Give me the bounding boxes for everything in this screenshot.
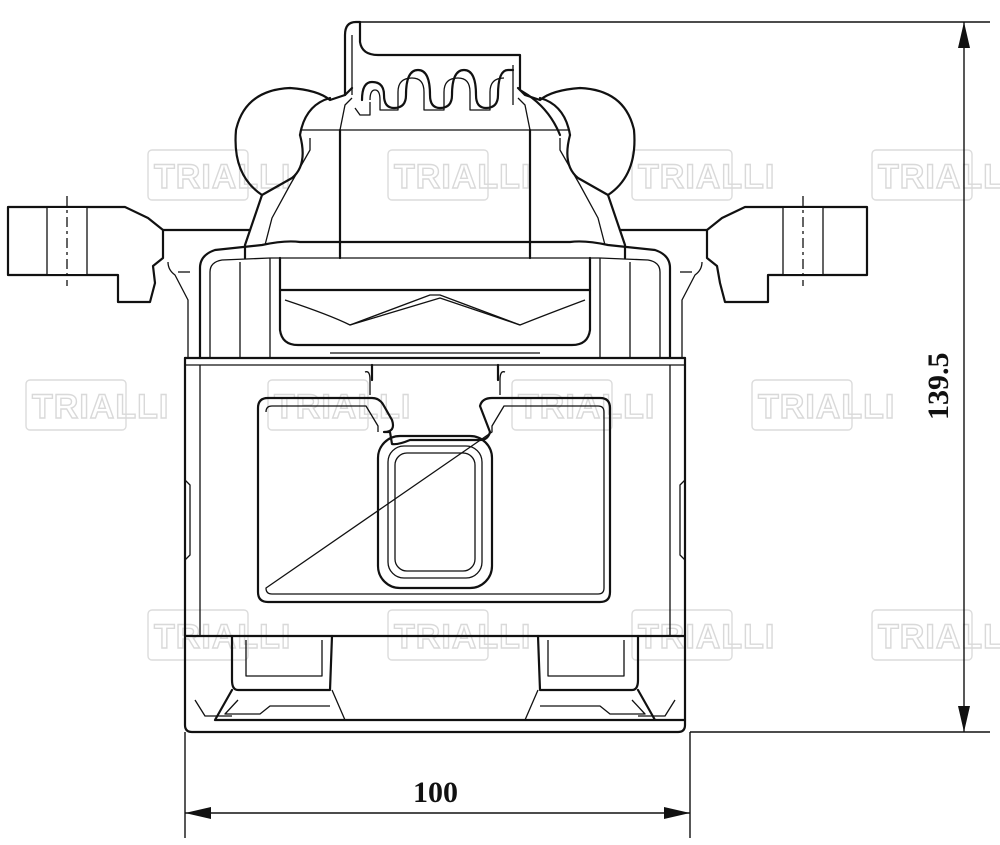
height-dimension-label: 139.5 bbox=[922, 353, 955, 421]
mounting-plate bbox=[161, 228, 709, 358]
svg-text:TRIALLI: TRIALLI bbox=[758, 388, 895, 426]
svg-text:TRIALLI: TRIALLI bbox=[32, 388, 169, 426]
watermark-4: TRIALLI bbox=[871, 149, 1000, 201]
watermark-5: TRIALLI bbox=[25, 379, 169, 431]
caliper-body-main bbox=[183, 356, 687, 734]
right-flange-section bbox=[705, 196, 869, 304]
watermark-7: TRIALLI bbox=[511, 379, 655, 431]
svg-text:TRIALLI: TRIALLI bbox=[274, 388, 411, 426]
svg-text:TRIALLI: TRIALLI bbox=[518, 388, 655, 426]
watermark-1: TRIALLI bbox=[147, 149, 291, 201]
svg-text:TRIALLI: TRIALLI bbox=[394, 158, 531, 196]
dimension-height: 139.5 bbox=[360, 21, 990, 733]
watermark-8: TRIALLI bbox=[751, 379, 895, 431]
svg-text:TRIALLI: TRIALLI bbox=[154, 158, 291, 196]
watermark-6: TRIALLI bbox=[267, 379, 411, 431]
caliper-body-lower bbox=[194, 634, 687, 722]
svg-text:TRIALLI: TRIALLI bbox=[878, 618, 1000, 656]
watermark-layer: TRIALLI TRIALLI TRIALLI TRIALLI TRIALLI … bbox=[25, 149, 1000, 661]
watermark-12: TRIALLI bbox=[871, 609, 1000, 661]
watermark-3: TRIALLI bbox=[631, 149, 775, 201]
upper-housing bbox=[234, 20, 636, 260]
dimension-width: 100 bbox=[184, 732, 691, 838]
width-dimension-label: 100 bbox=[413, 776, 458, 809]
left-flange-section bbox=[6, 196, 165, 304]
watermark-2: TRIALLI bbox=[387, 149, 531, 201]
svg-text:TRIALLI: TRIALLI bbox=[638, 158, 775, 196]
svg-text:TRIALLI: TRIALLI bbox=[878, 158, 1000, 196]
caliper-body-upper bbox=[183, 240, 687, 366]
